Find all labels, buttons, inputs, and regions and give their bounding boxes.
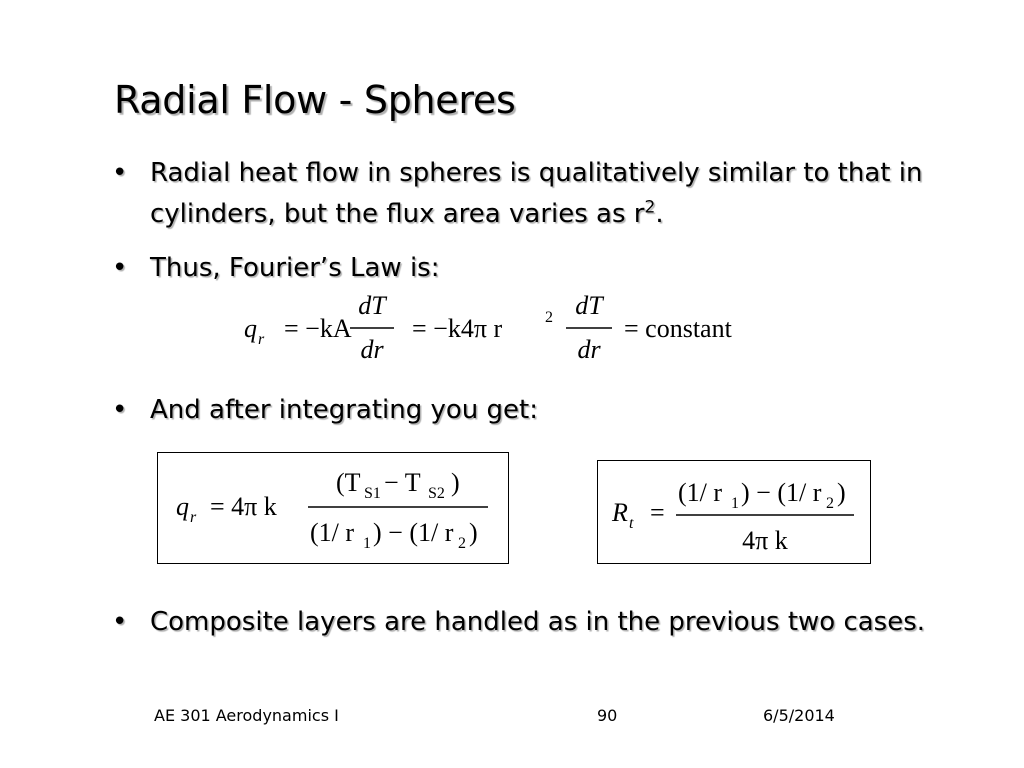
hr-den-sub1: 1	[363, 535, 371, 552]
bullet-3-text: And after integrating you get:	[150, 395, 538, 425]
rt-num-start: (1/ r	[678, 478, 722, 507]
bullet-2: • Thus, Fourier’s Law is:	[112, 248, 950, 289]
hr-lhs: q	[176, 492, 189, 521]
bullet-marker: •	[112, 607, 128, 637]
hr-den-end: )	[469, 518, 478, 547]
hr-den-start: (1/ r	[310, 518, 354, 547]
bullet-1: • Radial heat flow in spheres is qualita…	[112, 153, 950, 235]
eq-part-3: = constant	[624, 314, 733, 343]
rt-num-end: )	[837, 478, 846, 507]
bullet-marker: •	[112, 158, 128, 188]
hr-den-mid: ) − (1/ r	[373, 518, 454, 547]
bullet-1-superscript: 2	[644, 197, 656, 218]
hr-num-end: )	[451, 468, 460, 497]
bullet-3: • And after integrating you get:	[112, 390, 950, 431]
bullet-4: • Composite layers are handled as in the…	[112, 602, 950, 643]
rt-num-sub2: 2	[826, 495, 834, 512]
footer-date: 6/5/2014	[763, 706, 835, 725]
eq-frac1-num: dT	[358, 291, 387, 320]
eq-part-1: = −kA	[284, 314, 352, 343]
bullet-4-text: Composite layers are handled as in the p…	[150, 607, 926, 637]
bullet-1-text: Radial heat flow in spheres is qualitati…	[150, 158, 923, 229]
footer-page-number: 90	[597, 706, 618, 725]
fourier-law-equation: q r = −kA dT dr = −k4π r 2 dT dr = const…	[244, 291, 733, 364]
bullet-1-suffix: .	[655, 199, 664, 229]
heat-rate-equation: q r = 4π k (T S1 − T S2 ) (1/ r 1 ) − (1…	[176, 468, 488, 552]
heat-rate-equation-box: q r = 4π k (T S1 − T S2 ) (1/ r 1 ) − (1…	[157, 452, 509, 564]
hr-num-sub1: S1	[364, 485, 381, 502]
rt-num-mid: ) − (1/ r	[741, 478, 822, 507]
eq-part-2: = −k4π r	[412, 314, 502, 343]
footer-course: AE 301 Aerodynamics I	[154, 706, 339, 725]
eq-frac2-den: dr	[577, 335, 601, 364]
eq-frac2-num: dT	[575, 291, 604, 320]
bullet-marker: •	[112, 253, 128, 283]
hr-num-start: (T	[336, 468, 361, 497]
eq-q: q	[244, 314, 257, 343]
hr-num-sub2: S2	[428, 485, 445, 502]
bullet-marker: •	[112, 395, 128, 425]
eq-frac1-den: dr	[360, 335, 384, 364]
hr-mid: = 4π k	[210, 492, 277, 521]
slide-title: Radial Flow - Spheres	[114, 78, 516, 122]
rt-eq: =	[650, 498, 665, 527]
thermal-resistance-equation-box: R t = (1/ r 1 ) − (1/ r 2 ) 4π k	[597, 460, 871, 564]
bullet-2-text: Thus, Fourier’s Law is:	[150, 253, 440, 283]
rt-num-sub1: 1	[731, 495, 739, 512]
hr-den-sub2: 2	[458, 535, 466, 552]
thermal-resistance-equation: R t = (1/ r 1 ) − (1/ r 2 ) 4π k	[611, 478, 854, 555]
rt-lhs: R	[611, 498, 628, 527]
eq-q-subscript: r	[258, 331, 265, 348]
rt-lhs-subscript: t	[629, 515, 634, 532]
hr-lhs-subscript: r	[190, 509, 197, 526]
hr-num-mid: − T	[384, 468, 421, 497]
rt-den: 4π k	[742, 526, 788, 555]
eq-r-superscript: 2	[545, 309, 553, 326]
